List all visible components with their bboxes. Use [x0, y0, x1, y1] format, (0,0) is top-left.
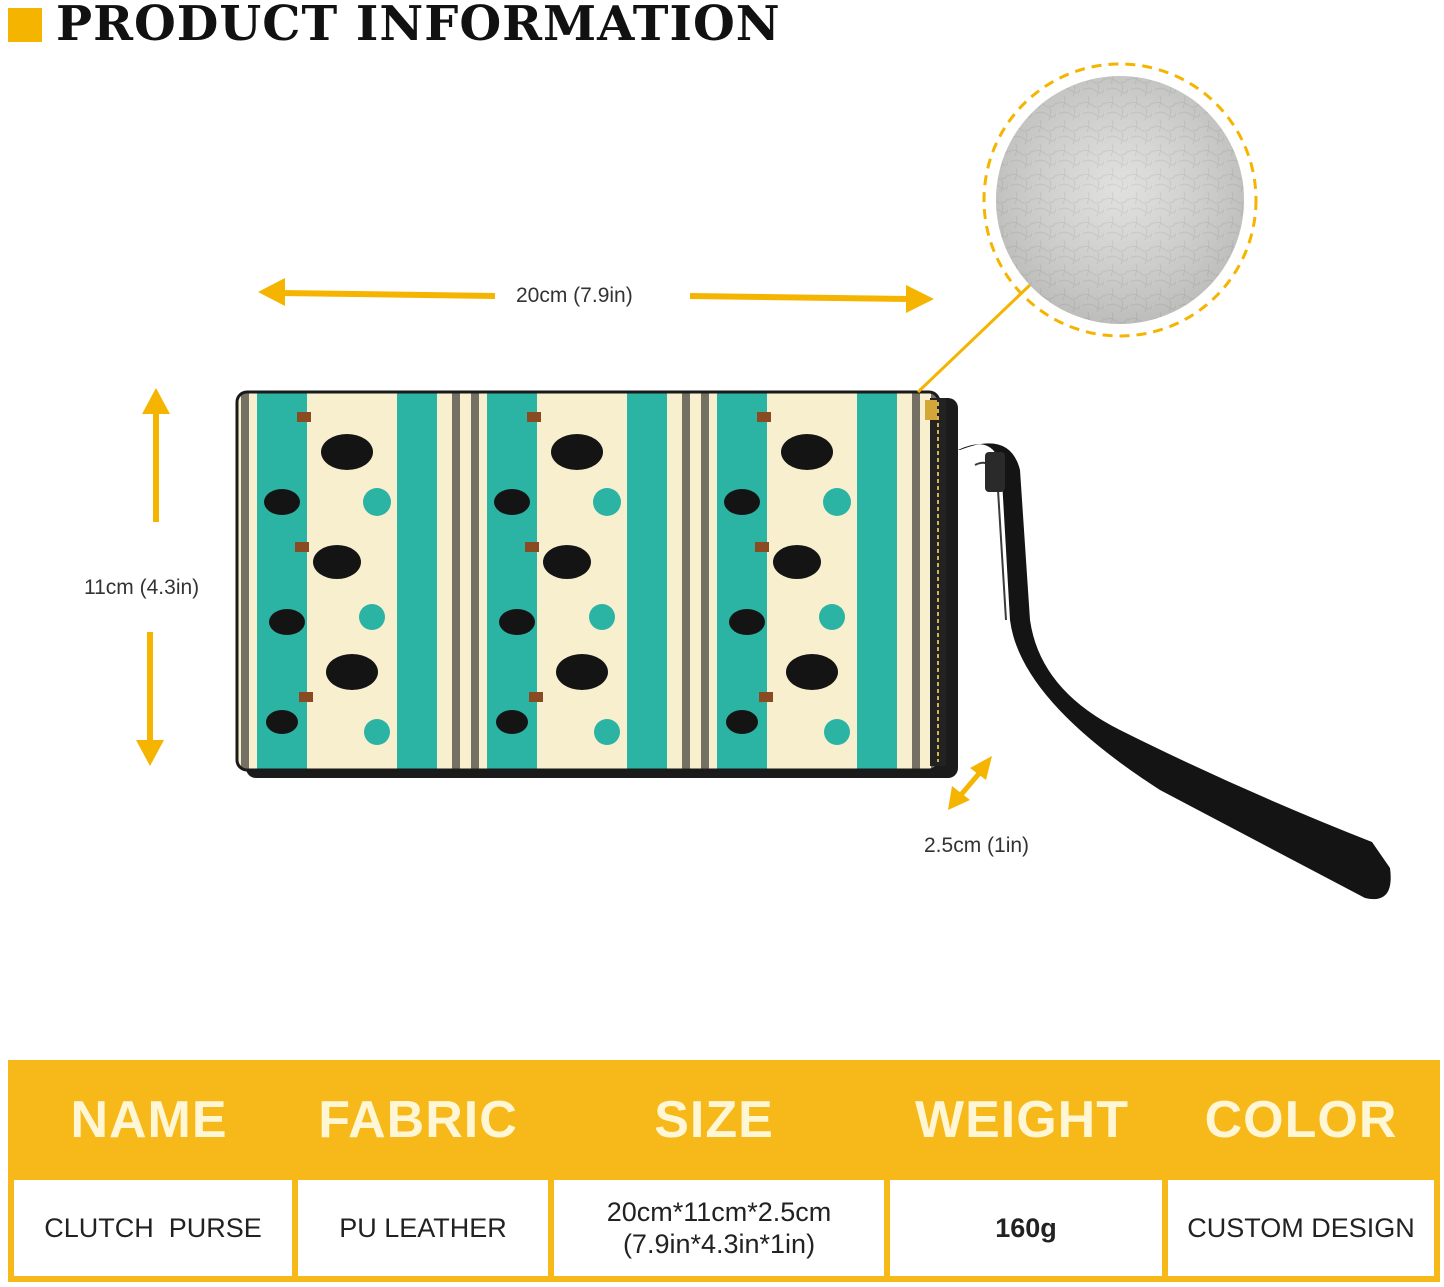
clutch-purse-image: [235, 390, 1391, 900]
depth-arrow: [948, 756, 992, 810]
value-size-text: 20cm*11cm*2.5cm: [606, 1196, 832, 1227]
value-size: 20cm*11cm*2.5cm (7.9in*4.3in*1in): [554, 1180, 884, 1276]
value-color-text: CUSTOM DESIGN: [1187, 1212, 1415, 1243]
product-illustration: [136, 62, 1391, 900]
value-name: CLUTCH PURSE: [14, 1180, 292, 1276]
value-fabric-text: PU LEATHER: [339, 1212, 507, 1243]
header-name: NAME: [70, 1091, 228, 1149]
header-fabric: FABRIC: [318, 1091, 518, 1149]
leather-swatch: [916, 62, 1258, 394]
value-weight-text: 160g: [995, 1212, 1057, 1243]
value-fabric: PU LEATHER: [298, 1180, 548, 1276]
depth-label: 2.5cm (1in): [924, 834, 1030, 857]
header-size: SIZE: [654, 1091, 774, 1149]
width-label: 20cm (7.9in): [516, 284, 633, 307]
header-color: COLOR: [1204, 1091, 1398, 1149]
value-color: CUSTOM DESIGN: [1168, 1180, 1434, 1276]
width-arrow: [258, 278, 934, 313]
header-accent-square: [8, 8, 42, 42]
value-size-sub: (7.9in*4.3in*1in): [622, 1229, 816, 1259]
value-name-text: CLUTCH PURSE: [44, 1212, 262, 1243]
height-label: 11cm (4.3in): [84, 576, 200, 599]
spec-table-value-row: CLUTCH PURSE PU LEATHER 20cm*11cm*2.5cm …: [14, 1180, 1434, 1276]
height-arrow: [136, 388, 170, 766]
spec-table-header-row: NAME FABRIC SIZE WEIGHT COLOR: [8, 1060, 1440, 1180]
page-title: PRODUCT INFORMATION: [56, 0, 781, 52]
value-weight: 160g: [890, 1180, 1162, 1276]
header-weight: WEIGHT: [915, 1091, 1129, 1149]
spec-table: NAME FABRIC SIZE WEIGHT COLOR CLUTCH PUR…: [8, 1060, 1440, 1282]
